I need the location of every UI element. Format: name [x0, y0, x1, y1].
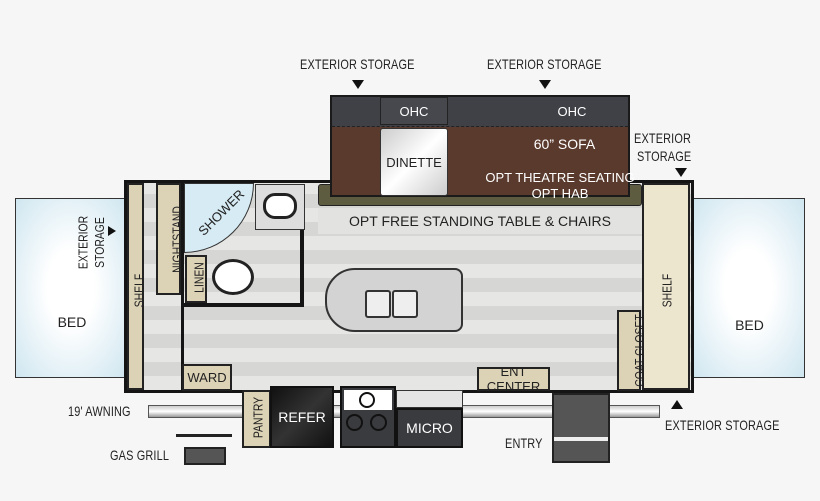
bed-right: BED	[692, 198, 805, 378]
shelf-right	[642, 183, 690, 390]
burner-icon	[359, 392, 375, 408]
linen	[185, 255, 207, 303]
sofa: 60” SOFA	[533, 136, 596, 152]
linen-label: LINEN	[191, 262, 207, 293]
ohc-sofa: OHC	[557, 103, 587, 119]
bed-label: BED	[735, 317, 764, 333]
toilet	[212, 259, 254, 295]
shelf-label: SHELF	[131, 273, 147, 308]
arrow-right-icon	[108, 226, 116, 236]
arrow-down-icon	[539, 80, 551, 89]
exterior-storage-label: EXTERIOR	[75, 215, 91, 270]
table-chairs-label: OPT FREE STANDING TABLE & CHAIRS	[318, 208, 642, 234]
dinette-table: DINETTE	[380, 128, 448, 196]
hab-label: OPT HAB	[531, 185, 589, 201]
shelf-label: SHELF	[659, 273, 675, 308]
burner-icon	[370, 414, 387, 431]
pantry-label: PANTRY	[250, 396, 266, 439]
theatre-seating-label: OPT THEATRE SEATING	[485, 169, 635, 185]
wardrobe: WARD	[182, 364, 232, 391]
stove	[340, 386, 396, 448]
sink-basin	[365, 290, 391, 318]
shelf-left	[127, 183, 144, 390]
bed-left: BED	[15, 198, 127, 378]
exterior-storage-label: EXTERIOR STORAGE	[665, 417, 780, 433]
arrow-down-icon	[675, 168, 687, 177]
refrigerator: REFER	[270, 386, 334, 448]
burner-icon	[346, 414, 363, 431]
coat-closet	[617, 310, 641, 391]
nightstand	[156, 183, 181, 295]
exterior-storage-label: STORAGE	[92, 217, 108, 268]
exterior-storage-label: EXTERIOR STORAGE	[300, 56, 415, 72]
bath-wall	[184, 303, 304, 307]
bathroom-sink	[255, 184, 305, 230]
ohc-dinette: OHC	[380, 97, 448, 125]
shower	[184, 183, 254, 253]
arrow-down-icon	[352, 80, 364, 89]
counter	[396, 390, 463, 408]
grill-shelf	[176, 434, 232, 437]
exterior-storage-label: EXTERIOR	[634, 130, 692, 146]
entry-label: ENTRY	[505, 435, 543, 451]
entry-steps[interactable]	[552, 393, 610, 463]
entertainment-center: ENT CENTER	[477, 364, 550, 394]
gas-grill-label: GAS GRILL	[110, 447, 170, 463]
microwave: MICRO	[396, 408, 463, 448]
coat-closet-label: COAT CLOSET	[631, 314, 647, 387]
sink-basin	[392, 290, 418, 318]
exterior-storage-label: STORAGE	[637, 148, 692, 164]
kitchen-island	[325, 268, 463, 332]
arrow-up-icon	[671, 400, 683, 409]
gas-grill	[184, 447, 226, 465]
awning-label: 19' AWNING	[68, 403, 131, 419]
exterior-storage-label: EXTERIOR STORAGE	[487, 56, 602, 72]
bed-label: BED	[57, 314, 87, 330]
slideout: OHC DINETTE OHC 60” SOFA	[330, 95, 630, 197]
